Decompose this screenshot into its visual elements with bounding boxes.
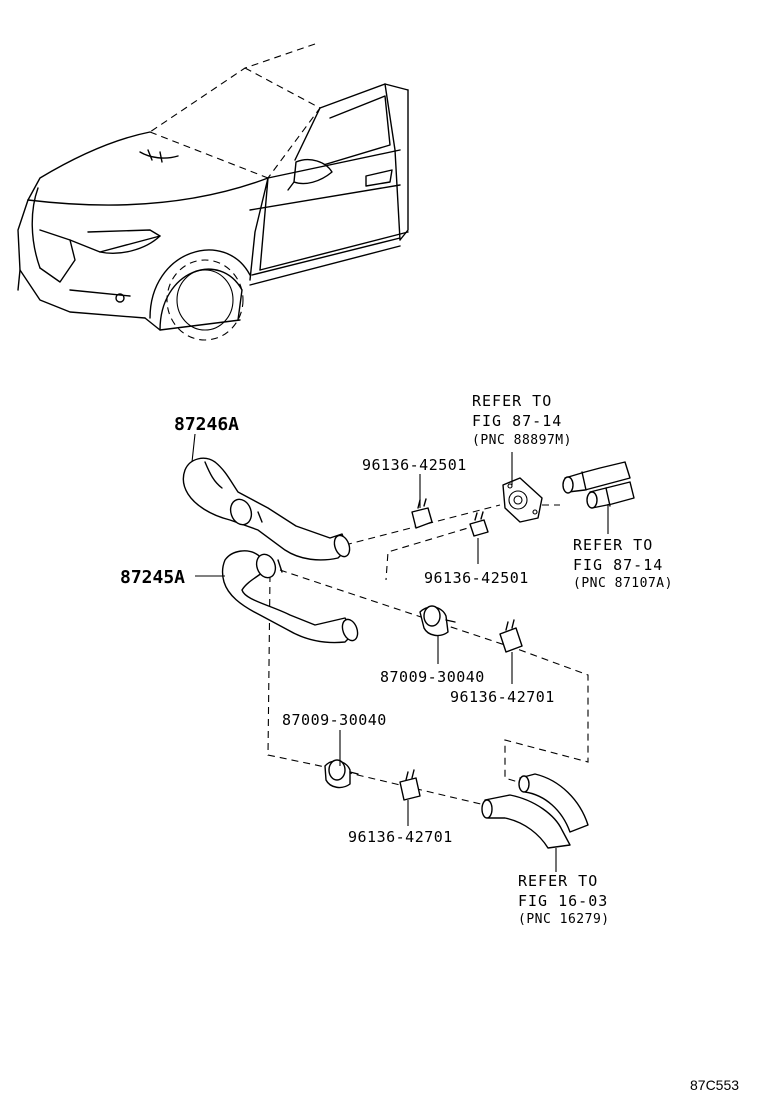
clip-87009-30040-a — [419, 605, 456, 637]
label-clamp-b1: 96136-42701 — [450, 688, 555, 706]
clamp-96136-42501-b — [469, 511, 489, 537]
clip-87009-30040-b — [324, 759, 359, 789]
label-hose-lower: 87245A — [120, 567, 185, 588]
ref2-line1: REFER TO — [573, 536, 653, 554]
hose-lower-right — [481, 773, 589, 849]
label-clamp-b2: 96136-42701 — [348, 828, 453, 846]
label-hose-upper: 87246A — [174, 414, 239, 435]
label-clamp-a1: 96136-42501 — [362, 456, 467, 474]
hose-87245A — [221, 550, 359, 644]
pipe-fittings-right — [562, 461, 635, 509]
ref1-line2: FIG 87-14 — [472, 412, 562, 430]
ref3-line1: REFER TO — [518, 872, 598, 890]
ref3-line3: (PNC 16279) — [518, 912, 610, 927]
clamp-96136-42701-b — [399, 769, 421, 801]
assembly-lines — [267, 504, 589, 806]
ref1-line3: (PNC 88897M) — [472, 433, 572, 448]
clamp-96136-42701-a — [499, 619, 523, 653]
leader-lines — [191, 433, 609, 872]
ref2-line2: FIG 87-14 — [573, 556, 663, 574]
pump-fitting — [502, 477, 543, 523]
ref1-line1: REFER TO — [472, 392, 552, 410]
figure-code: 87C553 — [690, 1077, 739, 1093]
label-clip-1: 87009-30040 — [380, 668, 485, 686]
label-clip-2: 87009-30040 — [282, 711, 387, 729]
ref2-line3: (PNC 87107A) — [573, 576, 673, 591]
label-clamp-a2: 96136-42501 — [424, 569, 529, 587]
clamp-96136-42501-a — [411, 498, 433, 529]
ref3-line2: FIG 16-03 — [518, 892, 608, 910]
car-illustration — [17, 43, 409, 341]
hose-87246A — [182, 457, 351, 561]
